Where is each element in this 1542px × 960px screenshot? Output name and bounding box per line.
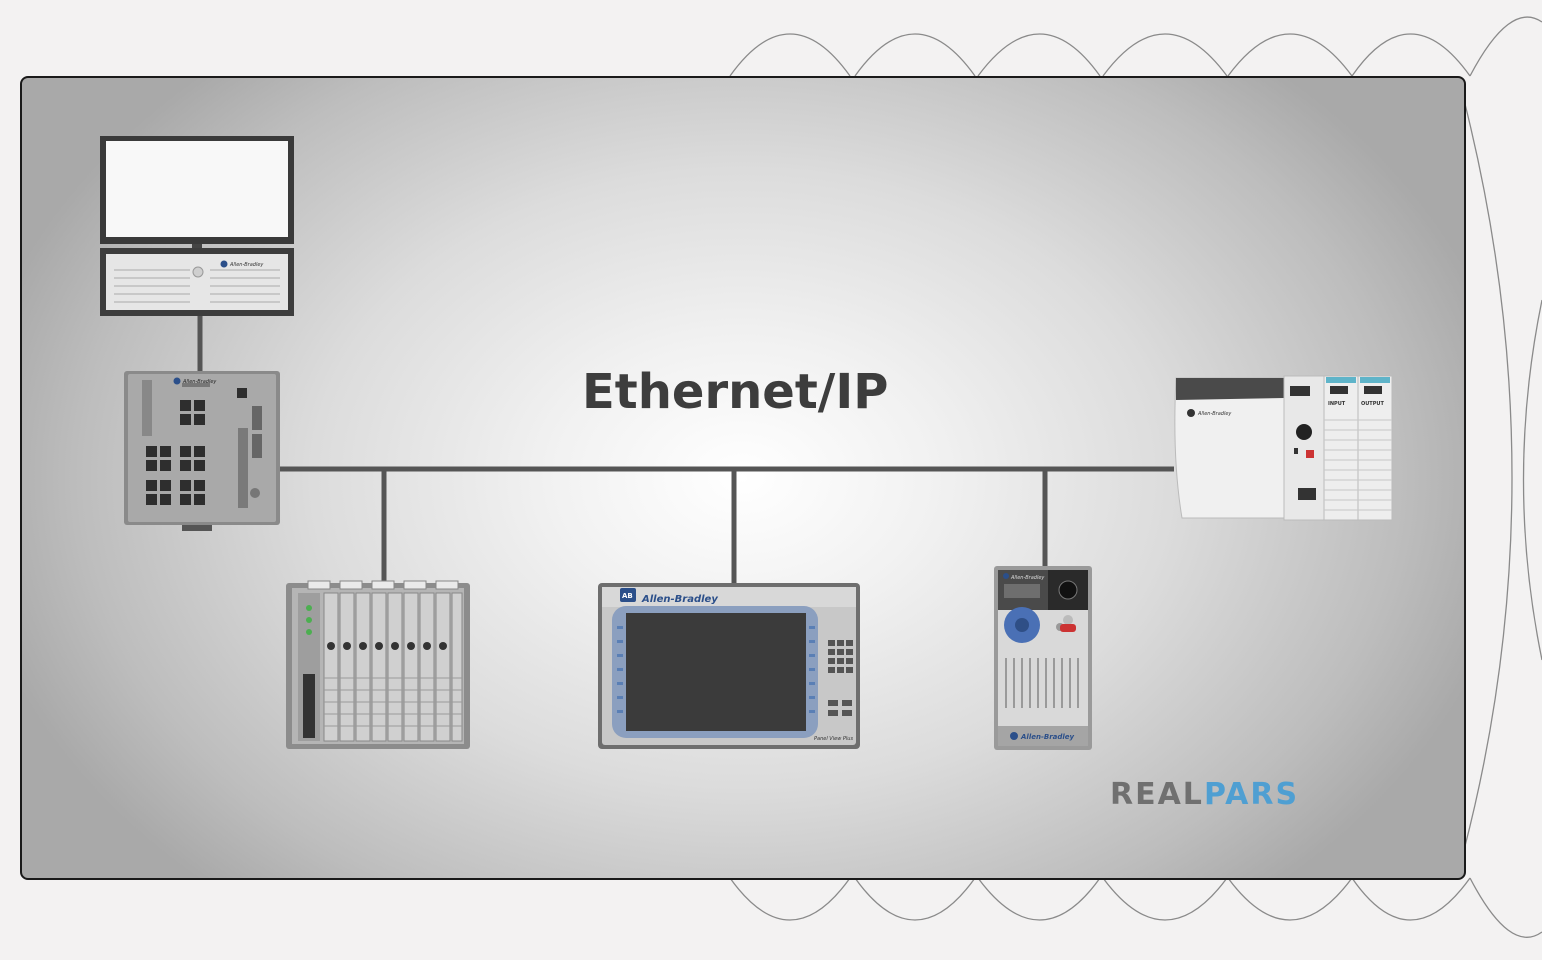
workstation: Allen-Bradley: [100, 136, 294, 316]
monitor-screen: [106, 141, 288, 237]
plc-brand: Allen-Bradley: [1197, 411, 1232, 417]
logo-part-pars: PARS: [1204, 777, 1299, 812]
diagram-panel: Allen-Bradley Allen-Bradley: [20, 76, 1466, 880]
hmi-panel: AB Allen-Bradley Pan: [598, 583, 860, 749]
io-modules: [323, 592, 463, 742]
io-rack: [286, 580, 470, 749]
logo-part-real: REAL: [1110, 777, 1204, 812]
hmi-screen: [626, 613, 806, 731]
ethernet-ports: [146, 388, 247, 505]
ab-logo-icon: [1003, 573, 1009, 579]
hmi-model: Panel View Plus: [814, 736, 853, 742]
plc-output-label: OUTPUT: [1361, 401, 1384, 407]
network-title: Ethernet/IP: [582, 364, 888, 420]
variable-frequency-drive: Allen-Bradley Allen-Bradley: [994, 566, 1092, 750]
hmi-brand: Allen-Bradley: [641, 594, 718, 605]
plc-controller: Allen-Bradley INPUT OUTPUT: [1174, 375, 1393, 521]
svg-text:AB: AB: [622, 592, 633, 600]
workstation-brand: Allen-Bradley: [229, 262, 264, 268]
keyswitch-icon: [1296, 424, 1312, 440]
network-diagram: Allen-Bradley Allen-Bradley: [100, 136, 1393, 812]
ab-logo-icon: [1010, 732, 1018, 740]
ab-logo-icon: [220, 260, 228, 268]
ethernet-switch: Allen-Bradley: [124, 371, 280, 531]
plc-input-label: INPUT: [1328, 401, 1346, 407]
drive-brand-bottom: Allen-Bradley: [1020, 733, 1075, 741]
realpars-logo: REALPARS: [1110, 777, 1299, 812]
network-cables: [197, 314, 1174, 583]
drive-brand: Allen-Bradley: [1010, 575, 1045, 581]
switch-brand: Allen-Bradley: [182, 379, 217, 385]
ab-logo-icon: [1187, 409, 1195, 417]
potentiometer-knob-icon: [1058, 580, 1078, 600]
hmi-keypad: [828, 640, 853, 716]
ab-logo-icon: [173, 377, 181, 385]
